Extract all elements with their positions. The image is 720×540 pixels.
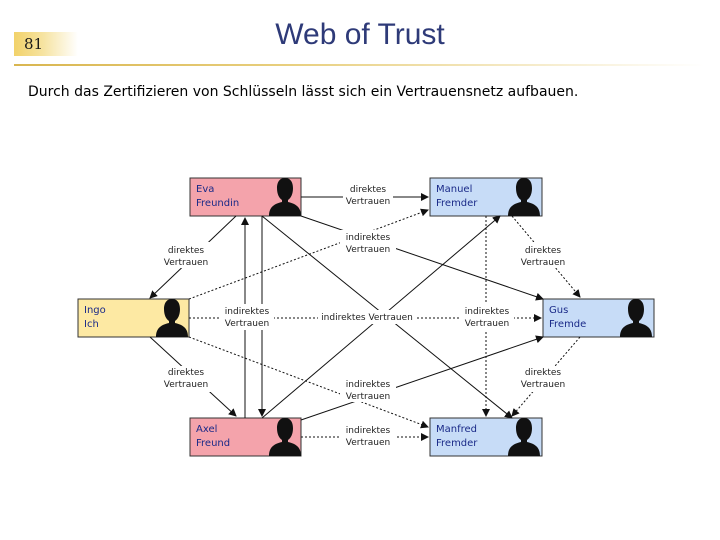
- label-indirect-trust: indirektes: [346, 426, 391, 436]
- label-indirect-trust: Vertrauen: [465, 319, 509, 329]
- label-direct-trust: direktes: [168, 368, 205, 378]
- arrow-axel-gus: [300, 335, 544, 421]
- arrow-eva-gus: [300, 215, 544, 301]
- person-role: Ich: [84, 319, 99, 330]
- label-indirect-trust: Vertrauen: [225, 319, 269, 329]
- label-direct-trust: Vertrauen: [521, 380, 565, 390]
- arrow-ingo-manuel: [188, 208, 429, 300]
- person-name: Gus: [549, 305, 568, 316]
- page-number: 81: [14, 32, 78, 56]
- label-indirect-trust: Vertrauen: [346, 392, 390, 402]
- arrow-ingo-manfred: [188, 336, 429, 429]
- person-manuel: Manuel Fremder: [429, 177, 543, 217]
- label-direct-trust: Vertrauen: [164, 380, 208, 390]
- person-name: Manfred: [436, 424, 477, 435]
- label-direct-trust: Vertrauen: [521, 258, 565, 268]
- label-direct-trust: Vertrauen: [346, 197, 390, 207]
- person-role: Freundin: [196, 198, 239, 209]
- person-role: Fremder: [436, 438, 478, 449]
- person-name: Ingo: [84, 305, 106, 316]
- label-indirect-trust: Vertrauen: [346, 438, 390, 448]
- label-direct-trust: Vertrauen: [164, 258, 208, 268]
- label-direct-trust: direktes: [525, 368, 562, 378]
- person-axel: Axel Freund: [189, 417, 302, 457]
- person-gus: Gus Fremde: [542, 298, 655, 338]
- label-indirect-trust: Vertrauen: [346, 245, 390, 255]
- person-manfred: Manfred Fremder: [429, 417, 543, 457]
- label-indirect-trust: indirektes: [225, 307, 270, 317]
- person-ingo: Ingo Ich: [77, 298, 190, 338]
- label-direct-trust: direktes: [525, 246, 562, 256]
- person-role: Freund: [196, 438, 230, 449]
- person-name: Manuel: [436, 184, 472, 195]
- person-role: Fremder: [436, 198, 478, 209]
- label-direct-trust: direktes: [350, 185, 387, 195]
- label-indirect-trust: indirektes: [346, 233, 391, 243]
- label-direct-trust: direktes: [168, 246, 205, 256]
- intro-text: Durch das Zertifizieren von Schlüsseln l…: [28, 84, 579, 100]
- slide-title: Web of Trust: [275, 18, 445, 51]
- person-name: Eva: [196, 184, 214, 195]
- person-role: Fremde: [549, 319, 586, 330]
- label-indirect-trust: indirektes Vertrauen: [321, 313, 413, 323]
- label-indirect-trust: indirektes: [346, 380, 391, 390]
- label-indirect-trust: indirektes: [465, 307, 510, 317]
- header-rule: [14, 64, 704, 66]
- person-name: Axel: [196, 424, 217, 435]
- person-eva: Eva Freundin: [189, 177, 302, 217]
